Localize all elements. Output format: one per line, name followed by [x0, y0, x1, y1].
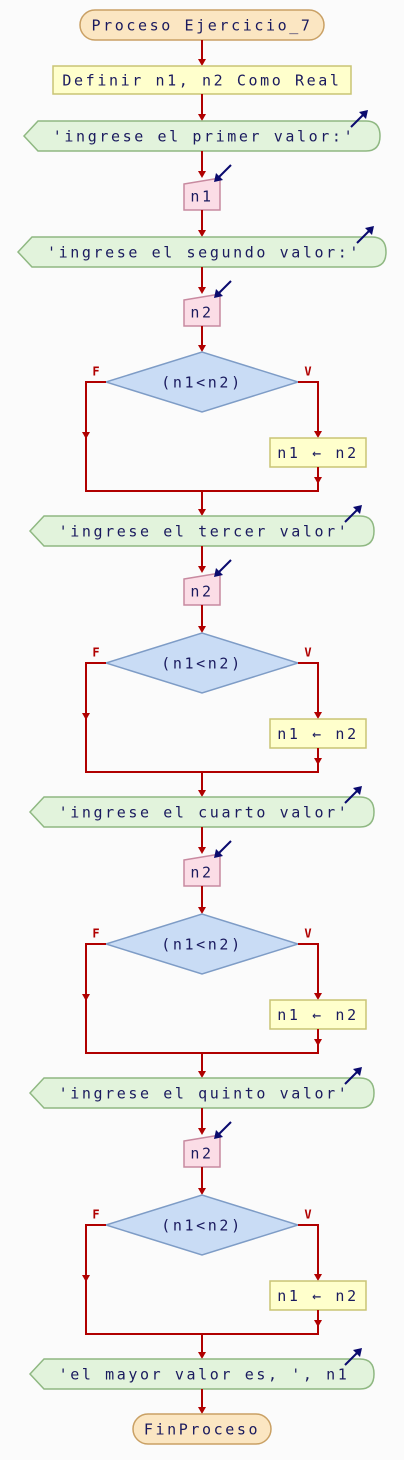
true-merge-line-2	[202, 748, 319, 773]
output-prompt-6-output-arrow-icon	[344, 1348, 362, 1366]
true-merge-line-3	[202, 1029, 319, 1054]
assign-box-4-label: n1 ← n2	[277, 1287, 358, 1305]
connector-arrow	[198, 1108, 206, 1135]
false-branch-arrow-4	[82, 1265, 90, 1282]
connector-arrow	[198, 1053, 206, 1078]
true-merge-arrow-2	[314, 748, 322, 765]
input-read-2-input-arrow-icon	[214, 280, 232, 298]
assign-box-1	[269, 437, 367, 468]
false-branch-arrow-2	[82, 703, 90, 720]
assign-box-2	[269, 718, 367, 749]
assign-box-2-label: n1 ← n2	[277, 725, 358, 743]
decision-4-label: (n1<n2)	[161, 1217, 242, 1235]
true-label-2: V	[304, 646, 311, 660]
output-prompt-2	[16, 236, 387, 268]
false-label-2: F	[92, 646, 99, 660]
output-prompt-4	[28, 796, 375, 828]
false-label-4: F	[92, 1208, 99, 1222]
define-box	[52, 65, 352, 95]
output-prompt-6	[28, 1358, 375, 1390]
output-prompt-5-output-arrow-icon	[344, 1067, 362, 1085]
true-branch-arrow-1	[314, 422, 322, 438]
input-read-3-input-arrow-icon	[214, 559, 232, 577]
false-label-1: F	[92, 365, 99, 379]
output-prompt-2-output-arrow-icon	[356, 226, 374, 244]
output-prompt-4-output-arrow-icon	[344, 786, 362, 804]
input-read-4-input-arrow-icon	[214, 840, 232, 858]
true-branch-line-4	[298, 1224, 319, 1265]
connector-arrow	[198, 827, 206, 854]
connector-arrow	[198, 491, 206, 516]
true-label-4: V	[304, 1208, 311, 1222]
true-branch-arrow-4	[314, 1265, 322, 1281]
connector-arrow	[198, 40, 206, 66]
decision-2-label: (n1<n2)	[161, 655, 242, 673]
assign-box-1-label: n1 ← n2	[277, 444, 358, 462]
true-merge-line-1	[202, 467, 319, 492]
input-read-3-label: n2	[190, 583, 213, 601]
input-read-4-label: n2	[190, 864, 213, 882]
connector-arrow	[198, 267, 206, 294]
true-branch-line-1	[298, 381, 319, 422]
input-read-1-input-arrow-icon	[214, 164, 232, 182]
output-prompt-5	[28, 1077, 375, 1109]
output-prompt-4-label: 'ingrese el cuarto valor'	[59, 804, 350, 822]
connector-arrow	[198, 1334, 206, 1359]
input-read-3	[183, 572, 221, 606]
output-prompt-3	[28, 515, 375, 547]
define-box-label: Definir n1, n2 Como Real	[62, 72, 341, 90]
start-terminal-label: Proceso Ejercicio_7	[92, 17, 313, 35]
connector-arrow	[198, 151, 206, 178]
false-branch-arrow-1	[82, 422, 90, 439]
connector-arrow	[198, 605, 206, 633]
input-read-1	[183, 177, 221, 211]
end-terminal-label: FinProceso	[144, 1421, 260, 1439]
input-read-2-label: n2	[190, 304, 213, 322]
connector-arrow	[198, 1167, 206, 1195]
connector-arrow	[198, 886, 206, 914]
output-prompt-1	[22, 120, 381, 152]
true-branch-arrow-2	[314, 703, 322, 719]
true-merge-arrow-4	[314, 1310, 322, 1327]
false-branch-arrow-3	[82, 984, 90, 1001]
output-prompt-2-label: 'ingrese el segundo valor:'	[47, 244, 361, 262]
input-read-2	[183, 293, 221, 327]
connector-arrow	[198, 94, 206, 121]
input-read-1-label: n1	[190, 188, 213, 206]
connector-arrow	[198, 326, 206, 352]
output-prompt-5-label: 'ingrese el quinto valor'	[59, 1085, 350, 1103]
assign-box-3-label: n1 ← n2	[277, 1006, 358, 1024]
false-label-3: F	[92, 927, 99, 941]
true-merge-arrow-1	[314, 467, 322, 484]
input-read-5-input-arrow-icon	[214, 1121, 232, 1139]
assign-box-3	[269, 999, 367, 1030]
connector-arrow	[198, 1389, 206, 1414]
true-label-3: V	[304, 927, 311, 941]
output-prompt-3-label: 'ingrese el tercer valor'	[59, 523, 350, 541]
output-prompt-6-label: 'el mayor valor es, ', n1	[59, 1366, 350, 1384]
input-read-5	[183, 1134, 221, 1168]
output-prompt-1-output-arrow-icon	[350, 110, 368, 128]
output-prompt-3-output-arrow-icon	[344, 505, 362, 523]
connector-arrow	[198, 772, 206, 797]
output-prompt-1-label: 'ingrese el primer valor:'	[53, 128, 355, 146]
true-label-1: V	[304, 365, 311, 379]
true-merge-arrow-3	[314, 1029, 322, 1046]
true-branch-arrow-3	[314, 984, 322, 1000]
connector-arrow	[198, 546, 206, 573]
input-read-5-label: n2	[190, 1145, 213, 1163]
decision-1-label: (n1<n2)	[161, 374, 242, 392]
end-terminal	[132, 1413, 272, 1445]
true-branch-line-3	[298, 943, 319, 984]
decision-3-label: (n1<n2)	[161, 936, 242, 954]
input-read-4	[183, 853, 221, 887]
true-merge-line-4	[202, 1310, 319, 1335]
connector-arrow	[198, 210, 206, 237]
true-branch-line-2	[298, 662, 319, 703]
